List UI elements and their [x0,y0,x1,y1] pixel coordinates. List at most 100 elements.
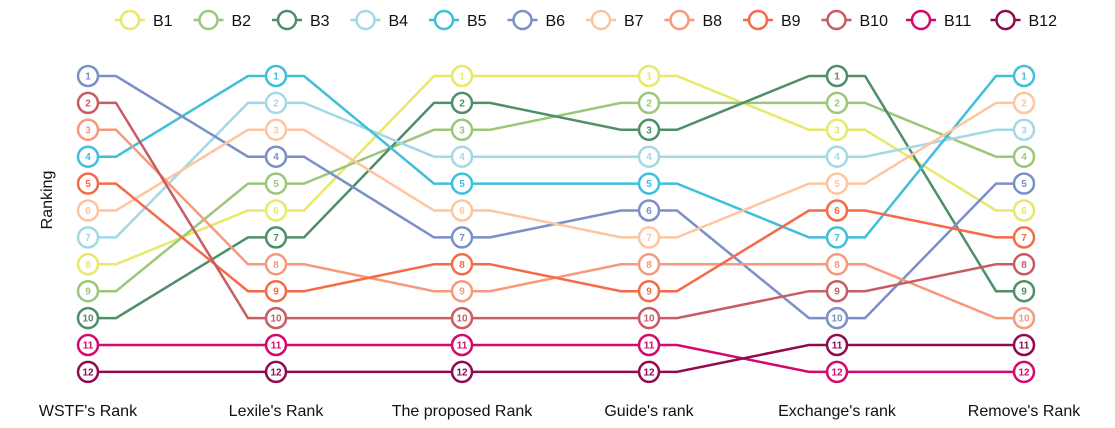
legend-label: B4 [389,13,409,30]
node-circle [76,333,100,357]
node-B4-1: 2 [264,91,288,115]
node-B8-5: 10 [1012,306,1036,330]
legend-label: B5 [467,13,487,30]
node-circle [76,64,100,88]
node-B8-0: 3 [76,118,100,142]
node-rank-label: 10 [643,314,655,325]
line-B12 [88,343,1024,374]
node-circle [637,360,661,384]
node-B6-1: 4 [264,145,288,168]
legend-item-B10: B10 [821,9,888,31]
legend-item-B11: B11 [906,9,971,31]
node-circle [825,145,849,168]
node-B9-1: 9 [264,279,288,303]
node-circle [825,333,849,357]
legend-label: B6 [546,13,566,30]
node-rank-label: 4 [834,152,840,163]
node-rank-label: 9 [1021,287,1027,298]
legend-label: B2 [232,13,252,30]
node-B2-4: 2 [825,91,849,115]
node-B12-3: 12 [637,360,661,384]
node-rank-label: 7 [459,233,465,244]
node-B3-3: 3 [637,118,661,142]
node-circle [76,172,100,195]
node-B8-3: 8 [637,253,661,276]
legend-circle-icon [512,9,533,31]
node-rank-label: 10 [1018,314,1030,325]
node-B7-4: 5 [825,172,849,195]
node-B9-4: 6 [825,199,849,222]
node-rank-label: 1 [1021,72,1027,83]
legend-circle-icon [198,9,219,31]
node-rank-label: 6 [834,206,840,217]
node-B12-0: 12 [76,360,100,384]
legend-label: B3 [310,13,330,30]
node-circle [1012,306,1036,330]
node-rank-label: 6 [273,206,279,217]
node-B4-4: 4 [825,145,849,168]
node-circle [1012,226,1036,249]
node-rank-label: 9 [834,287,840,298]
node-circle [264,360,288,384]
node-circle [825,253,849,276]
node-B10-1: 10 [264,306,288,330]
legend-item-B9: B9 [743,9,801,31]
node-rank-label: 10 [82,314,94,325]
node-B11-2: 11 [450,333,474,357]
node-B10-2: 10 [450,306,474,330]
node-circle [76,118,100,142]
line-B6 [88,74,1024,320]
legend-circle-icon [995,9,1016,31]
node-circle [637,226,661,249]
node-rank-label: 8 [1021,260,1027,271]
node-circle [450,64,474,88]
node-rank-label: 2 [834,98,840,109]
node-circle [1012,145,1036,168]
node-circle [76,199,100,222]
node-rank-label: 5 [85,179,91,190]
node-B1-4: 3 [825,118,849,142]
line-B9 [88,182,1024,293]
node-circle [825,279,849,303]
legend-item-B8: B8 [664,9,722,31]
node-rank-label: 3 [646,125,652,136]
node-rank-label: 7 [834,233,840,244]
node-rank-label: 2 [1021,98,1027,109]
node-B8-4: 8 [825,253,849,276]
node-rank-label: 11 [832,341,843,352]
node-circle [450,91,474,115]
legend-label: B9 [781,13,801,30]
node-B3-4: 1 [825,64,849,88]
node-circle [637,333,661,357]
node-rank-label: 8 [646,260,652,271]
node-circle [637,199,661,222]
node-B11-5: 12 [1012,360,1036,384]
legend-label: B11 [944,13,971,30]
node-B5-0: 4 [76,145,100,168]
node-rank-label: 5 [459,179,465,190]
node-B8-1: 8 [264,253,288,276]
node-B10-4: 9 [825,279,849,303]
node-circle [1012,253,1036,276]
node-rank-label: 8 [85,260,91,271]
x-tick-label-3: Guide's rank [604,403,694,420]
node-rank-label: 5 [646,179,652,190]
node-rank-label: 5 [273,179,279,190]
legend-item-B1: B1 [115,9,173,31]
node-rank-label: 4 [646,152,652,163]
node-B5-2: 5 [450,172,474,195]
node-circle [450,118,474,142]
node-circle [264,91,288,115]
node-rank-label: 6 [85,206,91,217]
node-B6-0: 1 [76,64,100,88]
node-rank-label: 3 [273,125,279,136]
node-rank-label: 12 [1018,367,1030,378]
node-rank-label: 1 [273,72,279,83]
legend-item-B5: B5 [429,9,487,31]
node-rank-label: 10 [831,314,843,325]
node-circle [76,91,100,115]
node-circle [264,64,288,88]
node-B1-2: 1 [450,64,474,88]
node-B1-0: 8 [76,253,100,276]
